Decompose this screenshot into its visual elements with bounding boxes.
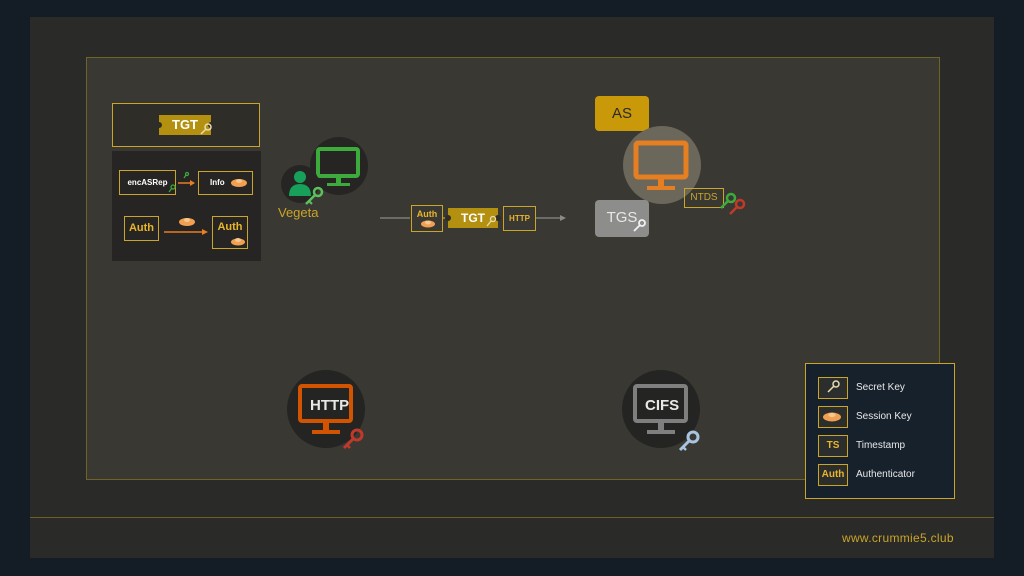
info-handshake-icon [231, 179, 247, 187]
message-http-box: HTTP [503, 206, 536, 231]
legend-authenticator-label: Authenticator [856, 469, 915, 480]
footer-divider [30, 517, 994, 518]
tgs-key-icon [633, 219, 646, 232]
auth-left-label: Auth [128, 222, 155, 234]
legend-authenticator-icon-text: Auth [821, 469, 845, 480]
legend-session-key-icon [818, 406, 848, 428]
auth-right-box: Auth [212, 216, 248, 249]
auth-right-label: Auth [217, 221, 243, 233]
tgs-service-box: TGS [595, 200, 649, 237]
message-tgt-label: TGT [461, 211, 485, 225]
legend-timestamp-icon-text: TS [826, 440, 840, 451]
tgs-service-label: TGS [606, 209, 638, 226]
ntds-green-key-icon [720, 192, 737, 209]
legend-session-key-label: Session Key [856, 411, 912, 422]
http-server-monitor-icon [298, 384, 353, 434]
as-service-label: AS [611, 105, 632, 122]
legend-timestamp-icon: TS [818, 435, 848, 457]
tgt-key-icon [200, 123, 212, 135]
legend-secret-key-icon [818, 377, 848, 399]
legend-timestamp-label: Timestamp [856, 440, 906, 451]
ntds-label: NTDS [690, 192, 718, 203]
legend-secret-key-label: Secret Key [856, 382, 905, 393]
message-tgt-key-icon [486, 215, 497, 227]
message-http-label: HTTP [509, 214, 530, 223]
enc-as-rep-box: encASRep [119, 170, 176, 195]
auth-right-handshake-icon [231, 238, 245, 246]
client-monitor-icon [316, 147, 360, 186]
message-handshake-icon [421, 220, 435, 228]
http-server-red-key-icon [342, 428, 364, 450]
legend: Secret Key Session Key TS Timestamp Auth… [805, 363, 955, 499]
ntds-red-key-icon [729, 198, 746, 215]
http-server-label: HTTP [310, 397, 350, 414]
footer-url: www.crummie5.club [842, 531, 954, 545]
info-label: Info [210, 178, 225, 187]
as-service-box: AS [595, 96, 649, 131]
tgt-panel-header: TGT [112, 103, 260, 147]
cifs-server-key-icon [678, 430, 700, 452]
auth-handshake-icon [179, 218, 195, 226]
ntds-box: NTDS [684, 188, 724, 208]
small-green-key-icon [183, 171, 190, 179]
info-box: Info [198, 171, 253, 195]
cifs-server-label: CIFS [645, 397, 680, 414]
message-auth-label: Auth [416, 209, 438, 219]
legend-authenticator-icon: Auth [818, 464, 848, 486]
auth-left-box: Auth [124, 216, 159, 241]
enc-as-rep-label: encASRep [127, 178, 168, 187]
message-auth-box: Auth [411, 205, 443, 232]
message-tgt-ticket: TGT [445, 208, 501, 228]
user-icon [289, 171, 311, 196]
client-key-icon [305, 186, 324, 205]
cifs-server-monitor-icon [633, 384, 688, 434]
tgt-ticket-label: TGT [172, 117, 198, 132]
tgt-ticket: TGT [156, 115, 214, 135]
kdc-monitor-icon [633, 140, 689, 190]
enc-green-key-icon [168, 184, 176, 193]
client-name: Vegeta [278, 205, 319, 220]
